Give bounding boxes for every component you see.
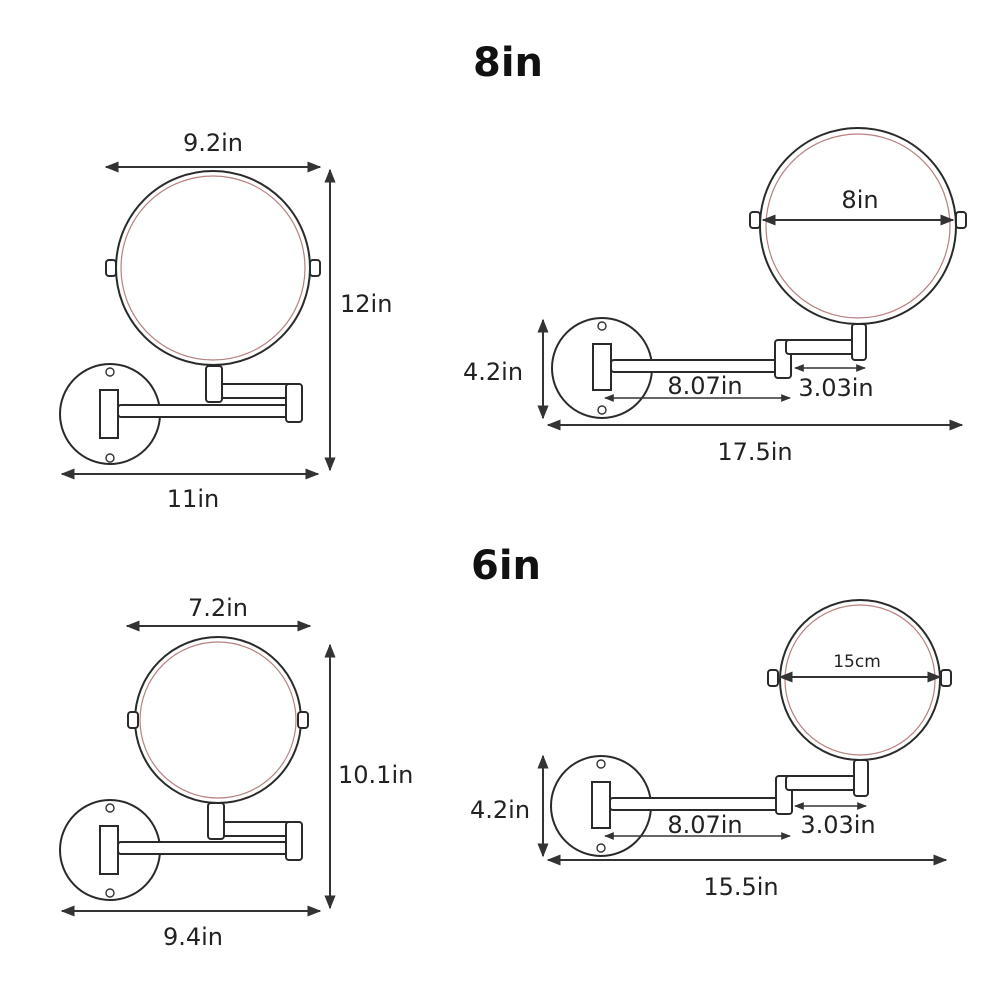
diameter-label: 8in (841, 186, 878, 214)
total-extension-label: 15.5in (703, 873, 778, 901)
short-arm-label: 3.03in (800, 811, 875, 839)
long-arm-label: 8.07in (667, 811, 742, 839)
mirror-stem (853, 759, 869, 797)
mirror-rim (139, 641, 297, 799)
screw-hole-top (105, 367, 115, 377)
wall-bracket (591, 781, 611, 829)
diameter-label: 15cm (833, 652, 881, 672)
pivot-knob-left (105, 259, 117, 277)
swing-arm (609, 797, 787, 811)
mirror-glass (759, 127, 957, 325)
pivot-knob-left (767, 669, 779, 687)
mirror-glass (779, 599, 941, 761)
wall-bracket (592, 343, 612, 391)
width-label: 7.2in (188, 594, 248, 622)
height-label: 10.1in (338, 761, 413, 789)
screw-hole-bottom (596, 843, 606, 853)
swing-arm-upper (785, 339, 857, 355)
arm-joint (285, 383, 303, 423)
base-width-label: 11in (167, 485, 219, 513)
pivot-knob-right (940, 669, 952, 687)
swing-arm (117, 404, 299, 418)
mirror-stem (207, 802, 225, 840)
long-arm-label: 8.07in (667, 372, 742, 400)
mirror-stem (205, 365, 223, 403)
mirror-stem (851, 323, 867, 361)
screw-hole-bottom (105, 453, 115, 463)
front-view-8in: 9.2in 12in 11in (59, 129, 392, 513)
height-label: 12in (340, 290, 392, 318)
side-view-6in: 15cm 4.2in 8.07in 3.03in 15.5in (470, 599, 952, 901)
swing-arm (610, 359, 787, 373)
screw-hole-top (105, 803, 115, 813)
wall-height-label: 4.2in (470, 796, 530, 824)
pivot-knob-left (749, 211, 761, 229)
wall-bracket (99, 825, 119, 875)
pivot-knob-right (955, 211, 967, 229)
pivot-knob-right (309, 259, 321, 277)
screw-hole-top (597, 321, 607, 331)
side-view-8in: 8in 4.2in 8.07in 3.03in 17.5in (463, 127, 967, 466)
section-title-8in: 8in (473, 40, 543, 86)
swing-arm (117, 841, 301, 855)
mirror-glass (115, 170, 311, 366)
base-width-label: 9.4in (163, 923, 223, 951)
section-title-6in: 6in (471, 543, 541, 589)
front-view-6in: 7.2in 10.1in 9.4in (59, 594, 413, 951)
screw-hole-bottom (597, 405, 607, 415)
mirror-glass (134, 636, 302, 804)
wall-height-label: 4.2in (463, 358, 523, 386)
screw-hole-top (596, 759, 606, 769)
wall-bracket (99, 389, 119, 439)
pivot-knob-right (297, 711, 309, 729)
screw-hole-bottom (105, 888, 115, 898)
swing-arm-upper (785, 775, 857, 791)
short-arm-label: 3.03in (798, 374, 873, 402)
pivot-knob-left (127, 711, 139, 729)
arm-joint (285, 821, 303, 861)
width-label: 9.2in (183, 129, 243, 157)
total-extension-label: 17.5in (717, 438, 792, 466)
mirror-rim (120, 175, 306, 361)
mirror-rim (765, 133, 951, 319)
